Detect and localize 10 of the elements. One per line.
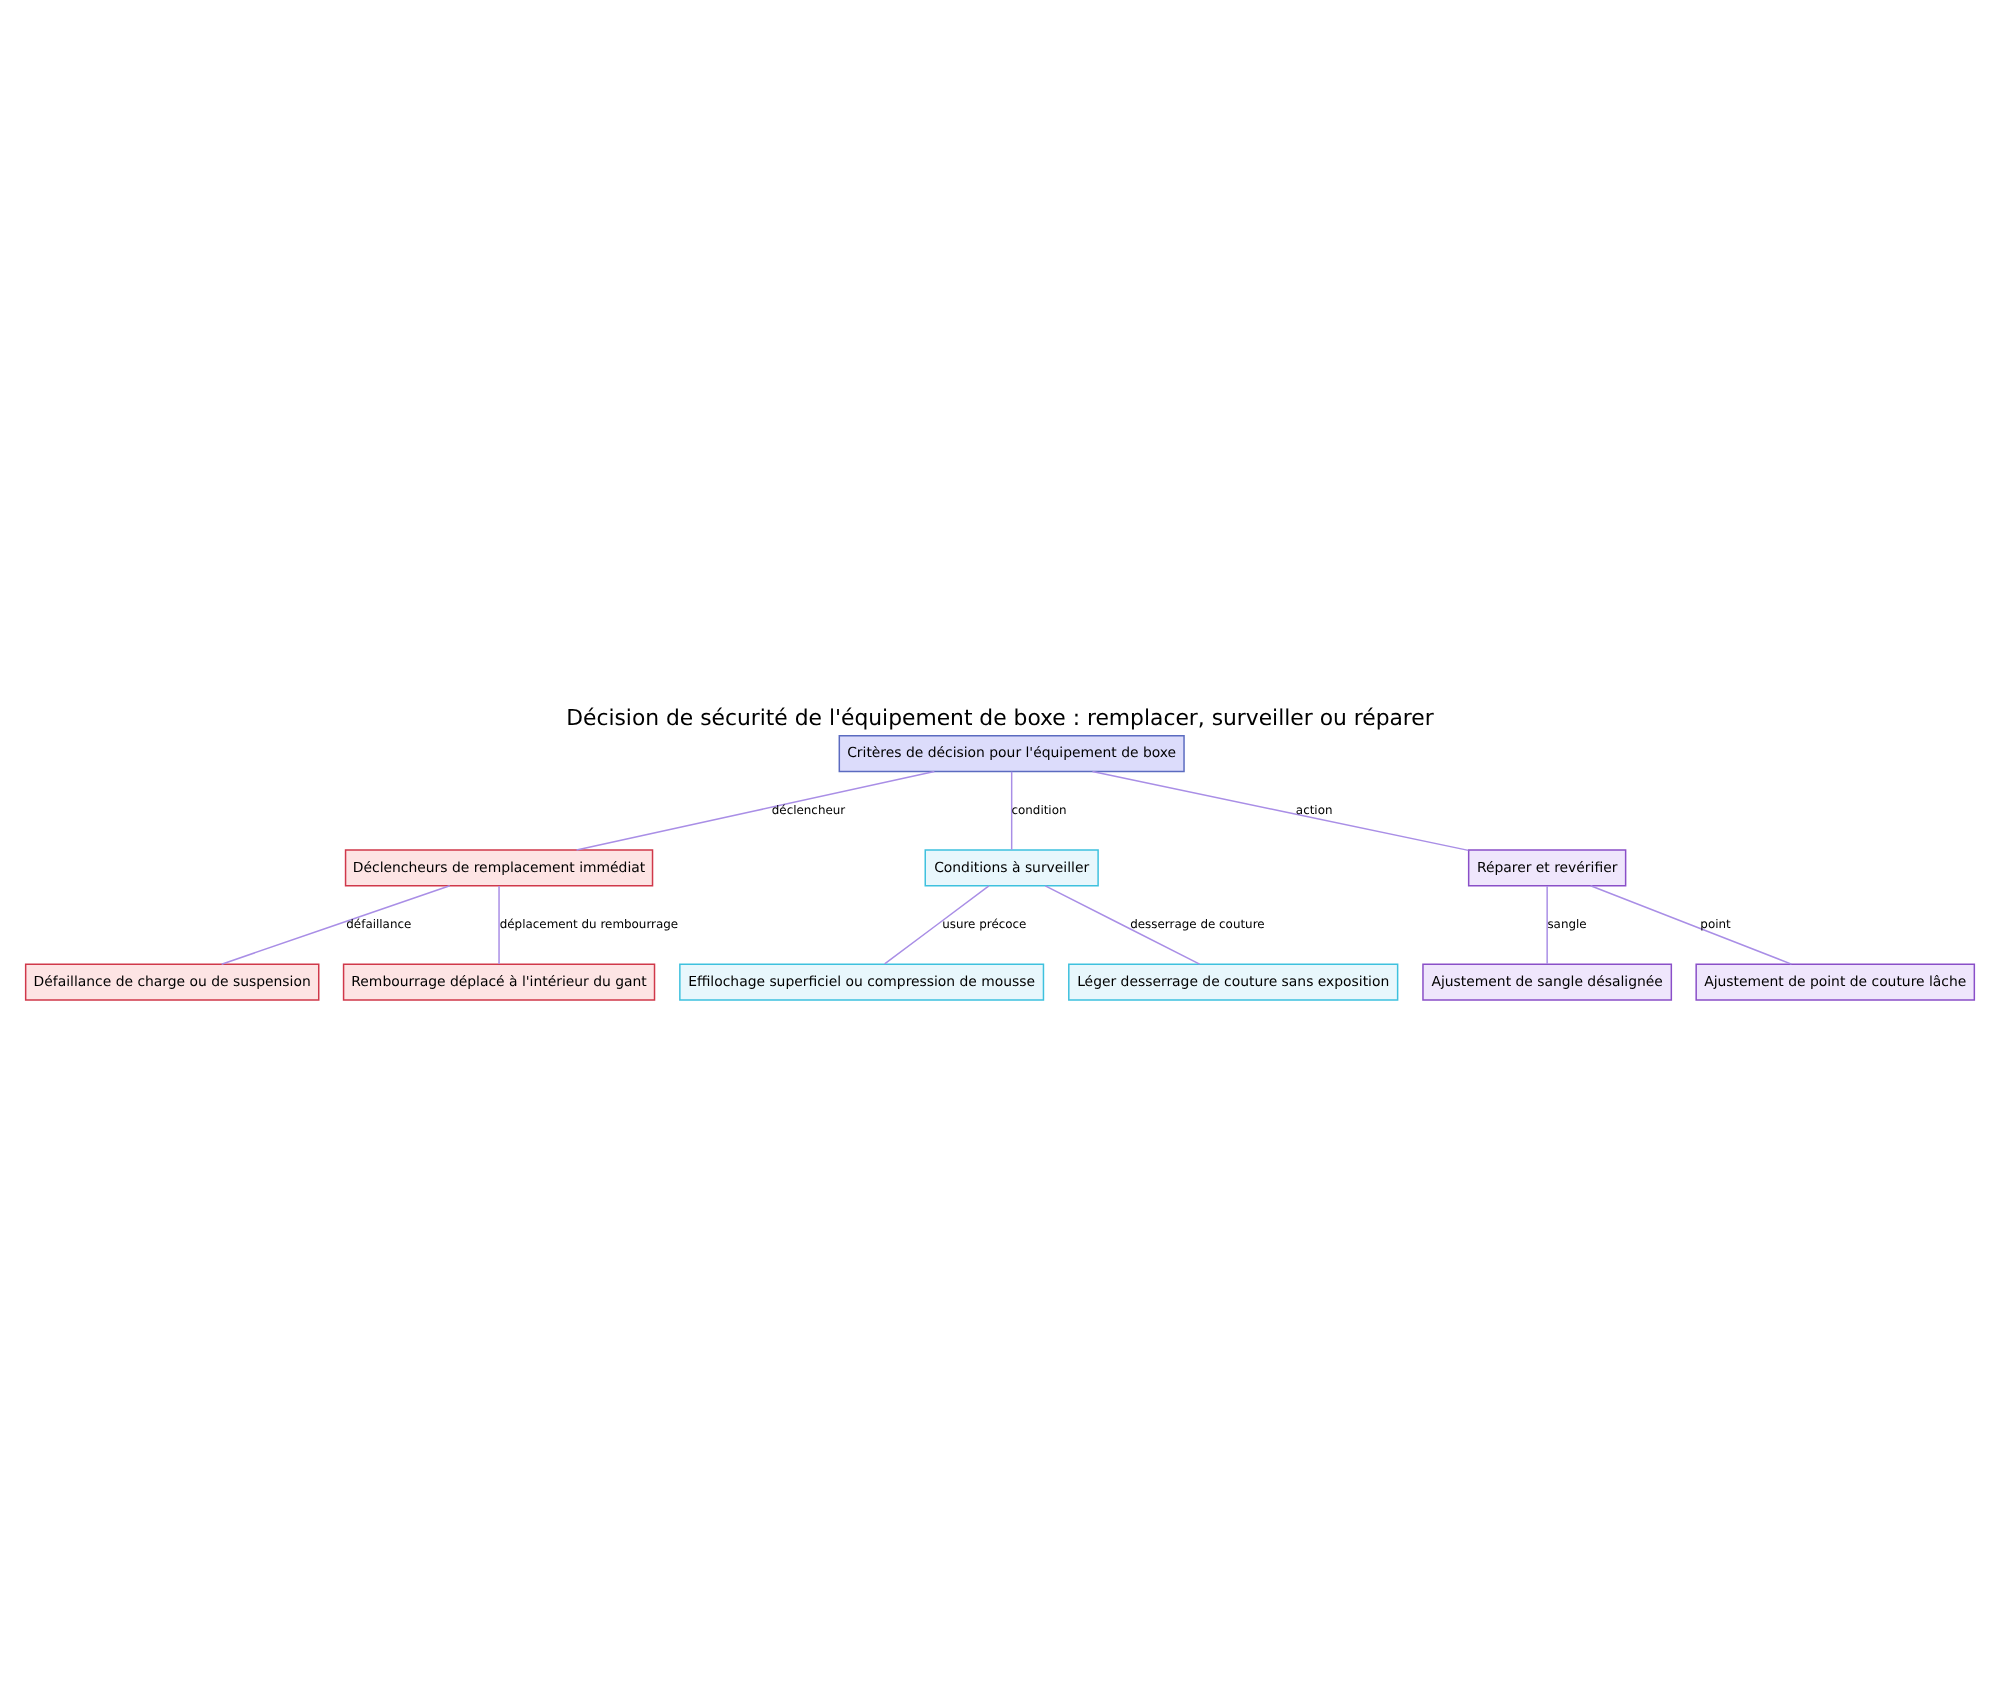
connector bbox=[883, 884, 990, 964]
connector bbox=[1044, 884, 1201, 964]
connector bbox=[498, 884, 500, 964]
connector bbox=[575, 769, 936, 850]
diagram-title: Décision de sécurité de l'équipement de boxe : remplacer, surveiller ou réparer bbox=[566, 704, 1434, 731]
connector bbox=[1589, 884, 1793, 964]
connector bbox=[220, 884, 451, 964]
connector bbox=[1010, 769, 1013, 850]
connector bbox=[1091, 769, 1470, 851]
connector bbox=[1546, 884, 1548, 964]
